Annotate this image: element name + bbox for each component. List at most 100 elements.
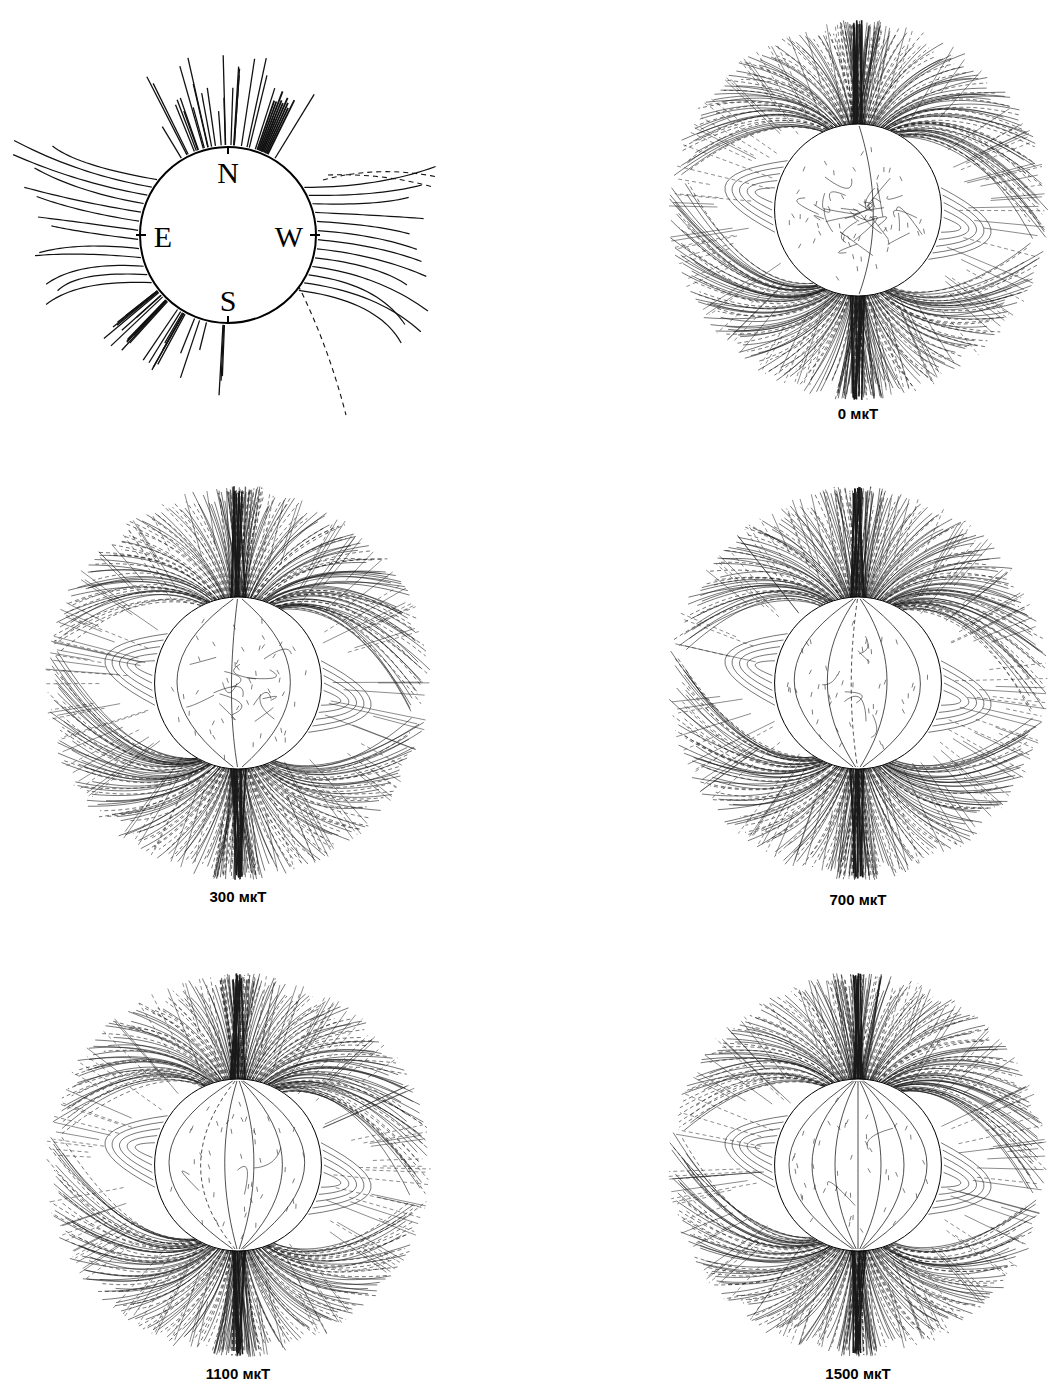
- field-line: [849, 767, 864, 877]
- disk-field-line: [798, 244, 800, 248]
- field-line: [1003, 185, 1041, 190]
- field-line: [936, 203, 977, 247]
- solar-disk: [140, 147, 316, 323]
- streamer-line: [234, 75, 239, 145]
- field-line: [147, 515, 225, 598]
- disk-field-line: [196, 690, 199, 694]
- streamer-line: [188, 58, 208, 147]
- field-line: [173, 507, 228, 597]
- field-line: [967, 130, 1030, 159]
- field-line: [259, 766, 369, 817]
- field-line: [74, 587, 208, 602]
- disk-field-line: [879, 741, 881, 746]
- disk-field-line: [259, 646, 260, 651]
- disk-field-line: [795, 688, 797, 693]
- disk-field-line: [871, 715, 877, 738]
- field-line: [985, 124, 1023, 144]
- field-line: [712, 742, 780, 797]
- field-line: [693, 592, 825, 618]
- field-line: [698, 115, 827, 141]
- field-line: [675, 194, 719, 198]
- disk-field-line: [186, 695, 214, 707]
- field-line: [865, 490, 868, 599]
- field-line: [263, 765, 394, 794]
- field-line: [675, 235, 734, 247]
- field-line: [227, 488, 244, 599]
- field-line: [362, 1058, 398, 1081]
- field-line: [87, 1048, 123, 1075]
- field-line: [678, 706, 716, 713]
- disk-field-line: [210, 730, 211, 735]
- field-line: [787, 508, 807, 562]
- field-line: [766, 794, 795, 852]
- disk-field-line: [183, 694, 185, 699]
- field-line: [954, 767, 995, 807]
- field-line: [323, 1037, 374, 1085]
- disk-field-line: [812, 710, 813, 715]
- field-line: [228, 492, 238, 599]
- field-line: [873, 306, 886, 391]
- disk-field-line: [253, 742, 254, 747]
- streamer-line: [39, 246, 139, 253]
- field-line: [129, 530, 167, 585]
- streamer-line: [14, 140, 152, 187]
- field-line: [827, 24, 842, 111]
- field-line: [800, 499, 820, 567]
- field-line: [719, 556, 775, 610]
- field-line: [961, 593, 1020, 628]
- field-line: [883, 765, 1014, 791]
- disk-field-line: [877, 175, 879, 180]
- streamer-line: [207, 88, 215, 146]
- disk-field-line: [282, 692, 284, 696]
- field-line: [880, 776, 900, 869]
- disk-field-line: [873, 704, 874, 709]
- field-line: [77, 1061, 211, 1084]
- disk-field-line: [305, 670, 307, 675]
- field-line: [123, 536, 221, 599]
- disk-field-line: [242, 647, 244, 651]
- disk-field-line: [177, 599, 233, 767]
- field-line: [784, 518, 847, 598]
- field-line: [284, 762, 333, 849]
- disk-field-line: [854, 208, 884, 222]
- field-line: [64, 615, 147, 649]
- field-line: [882, 766, 1002, 803]
- field-line: [365, 606, 413, 628]
- field-line: [363, 1132, 427, 1143]
- field-line: [717, 560, 779, 617]
- field-line: [983, 132, 1025, 152]
- disk-field-line: [284, 731, 285, 736]
- disk-field-line: [908, 693, 909, 698]
- field-line: [990, 124, 1022, 141]
- field-line: [64, 730, 139, 767]
- field-line: [158, 515, 227, 598]
- field-line: [72, 1071, 208, 1096]
- streamer-line: [264, 98, 288, 153]
- streamer-line: [165, 313, 183, 343]
- field-line: [66, 617, 102, 632]
- field-line: [738, 536, 799, 613]
- field-line: [317, 1035, 368, 1085]
- field-line: [946, 574, 1007, 621]
- disk-field-line: [817, 223, 818, 228]
- disk-field-line: [876, 710, 878, 715]
- field-line: [162, 504, 227, 597]
- field-line: [885, 764, 1024, 779]
- field-line: [984, 228, 1038, 236]
- disk-field-line: [280, 642, 283, 646]
- field-line: [941, 59, 964, 92]
- field-line: [142, 521, 224, 598]
- field-line: [880, 293, 1000, 332]
- field-line: [874, 534, 963, 598]
- field-line: [838, 777, 848, 873]
- disk-field-line: [800, 214, 801, 219]
- disk-field-line: [790, 688, 791, 693]
- field-line: [254, 767, 341, 831]
- field-line: [66, 1090, 132, 1119]
- field-line: [256, 496, 273, 587]
- field-line: [99, 552, 142, 595]
- field-line: [86, 579, 211, 601]
- disk-field-line: [865, 188, 874, 210]
- field-line: [959, 597, 1021, 632]
- field-line: [983, 708, 1042, 721]
